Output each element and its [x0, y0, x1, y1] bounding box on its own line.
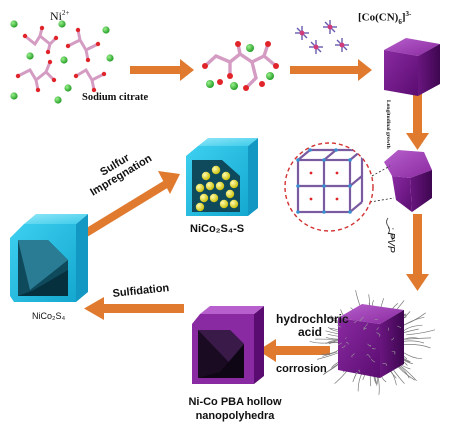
acid-text: acid [297, 325, 322, 339]
pvp-chain [341, 319, 346, 322]
longitudinal-growth-label: Longitudinal growth [385, 100, 391, 149]
ni-co-pba-hollow [192, 306, 264, 384]
pvp-chain [403, 337, 419, 340]
sodium-citrate-molecules [10, 20, 114, 104]
hydrochloric-acid-label: hydrochloric acid [276, 312, 349, 339]
arrow-citrate-to-complex [130, 59, 194, 81]
cobalt-cyanide-suffix: ] [401, 11, 406, 24]
ni-ion-label: Ni2+ [50, 9, 69, 24]
pvp-chain [382, 363, 387, 366]
cobalt-cyanide-subscript: 6 [398, 17, 402, 26]
pvp-chain [355, 372, 359, 375]
zoom-connector-lines [369, 165, 395, 203]
hydrochloric-text: hydrochloric [276, 312, 349, 326]
pvp-chain [406, 329, 436, 336]
pvp-chain [358, 369, 361, 373]
truncated-pba-cube [384, 150, 432, 212]
pvp-chain [376, 327, 379, 330]
corrosion-label: corrosion [276, 363, 327, 375]
pvp-chain [391, 337, 395, 341]
pvp-chain [359, 316, 364, 322]
arrow-longitudinal-growth [406, 80, 429, 150]
arrow-sulfidation [84, 297, 184, 320]
pvp-coated-cube [309, 290, 436, 395]
pvp-chain [345, 337, 347, 339]
pvp-chain [346, 341, 350, 345]
ni-citrate-complex [202, 41, 279, 91]
sulfur-particles [195, 165, 239, 212]
pvp-chain [321, 349, 340, 356]
pvp-chain [367, 343, 372, 347]
pvp-chain [403, 324, 423, 332]
pvp-chain [391, 351, 396, 354]
pvp-chain [372, 347, 376, 350]
pvp-chain [402, 351, 422, 360]
pvp-chain [322, 351, 338, 357]
pvp-label: : PVP [385, 227, 396, 253]
cobalt-cyanide-charge: 3- [405, 10, 412, 18]
ni-co-pba-hollow-label: Ni-Co PBA hollow nanopolyhedra [184, 395, 286, 423]
ni-ion-charge: 2+ [62, 9, 70, 17]
arrow-complex-to-cube [290, 59, 372, 81]
sodium-citrate-label: Sodium citrate [82, 92, 149, 103]
framework-zoom-circle [284, 142, 374, 232]
pvp-chain [363, 323, 368, 329]
nico2s4-s-cube [186, 138, 258, 216]
pvp-chain [363, 327, 367, 330]
nico2s4-hollow-cube [10, 214, 88, 302]
pvp-chain [387, 327, 389, 331]
ni-co-pba-line1: Ni-Co PBA hollow [188, 396, 282, 408]
pvp-chain [351, 353, 355, 358]
pvp-chain [376, 332, 381, 337]
cobalt-cyanide-label: [Co(CN)6]3- [358, 10, 411, 26]
pvp-chain [353, 321, 357, 324]
arrow-corrosion [258, 339, 330, 362]
pvp-chain-icon [386, 217, 394, 241]
pba-nanocube [384, 38, 440, 96]
pvp-chain [371, 358, 376, 363]
ni-co-pba-line2: nanopolyhedra [195, 410, 275, 422]
pvp-chain [337, 342, 343, 346]
arrow-sulfur-impregnation [70, 171, 180, 245]
ni-ion-symbol: Ni [50, 9, 62, 23]
pvp-chain [309, 340, 336, 344]
pvp-chain [402, 344, 431, 349]
pvp-chain [366, 354, 371, 359]
pvp-chain [397, 325, 402, 328]
pvp-chain [337, 325, 341, 328]
cobalt-cyanide-ions [295, 20, 349, 54]
arrow-pvp [406, 214, 429, 291]
nico2s4-s-label: NiCo₂S₄-S [190, 223, 245, 235]
nico2s4-label: NiCo₂S₄ [32, 311, 66, 321]
pvp-chain [341, 345, 346, 348]
cobalt-cyanide-prefix: [Co(CN) [358, 11, 399, 24]
